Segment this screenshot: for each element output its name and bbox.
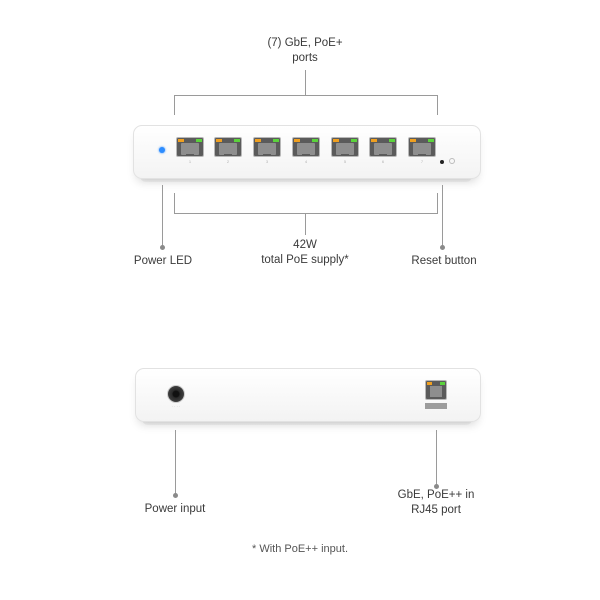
power-led-leader: [162, 185, 163, 247]
reset-button-hole: [440, 160, 444, 164]
poe-bracket-right: [437, 193, 438, 213]
power-input-label: Power input: [144, 503, 206, 515]
reset-button-leader: [442, 185, 443, 247]
ports-callout-line2: ports: [292, 52, 318, 64]
switch-back-body: [135, 368, 481, 422]
front-port-number: 7: [420, 159, 424, 164]
front-port-number: 4: [304, 159, 308, 164]
front-port-number: 6: [381, 159, 385, 164]
uplink-port: [425, 380, 447, 400]
ports-bracket-top: [174, 95, 438, 96]
front-port-4: [292, 137, 320, 157]
switch-front-base: [140, 176, 472, 182]
ports-callout-label: (7) GbE, PoE+ ports: [250, 36, 360, 66]
power-input-leader: [175, 430, 176, 495]
uplink-label-line1: GbE, PoE++ in: [397, 489, 475, 501]
uplink-label: GbE, PoE++ in RJ45 port: [385, 488, 487, 518]
front-port-number: 3: [265, 159, 269, 164]
dc-jack-marking: · · · ·: [171, 404, 181, 409]
reset-button-leader-dot: [440, 245, 445, 250]
poe-callout-stem: [305, 213, 306, 235]
front-port-number: 5: [343, 159, 347, 164]
reset-button-label: Reset button: [411, 255, 477, 267]
reset-icon: [449, 158, 455, 164]
uplink-label-line2: RJ45 port: [411, 504, 461, 516]
front-port-7: [408, 137, 436, 157]
poe-supply-line2: total PoE supply*: [261, 254, 349, 266]
front-port-6: [369, 137, 397, 157]
uplink-leader: [436, 430, 437, 486]
uplink-leader-dot: [434, 484, 439, 489]
ports-bracket-right: [437, 95, 438, 115]
poe-supply-line1: 42W: [293, 239, 317, 251]
switch-back-base: [142, 419, 472, 425]
front-port-2: [214, 137, 242, 157]
power-input-leader-dot: [173, 493, 178, 498]
footnote: * With PoE++ input.: [252, 543, 348, 555]
uplink-port-tag: [425, 403, 447, 409]
dc-power-jack: [167, 385, 185, 403]
ports-bracket-left: [174, 95, 175, 115]
ports-callout-line1: (7) GbE, PoE+: [267, 37, 343, 49]
poe-bracket-left: [174, 193, 175, 213]
front-port-1: [176, 137, 204, 157]
power-led-label: Power LED: [133, 255, 193, 267]
front-port-number: 2: [226, 159, 230, 164]
poe-supply-label: 42W total PoE supply*: [235, 238, 375, 268]
front-port-5: [331, 137, 359, 157]
poe-bracket-bottom: [174, 213, 438, 214]
front-port-3: [253, 137, 281, 157]
ports-callout-stem: [305, 70, 306, 95]
power-led-indicator: [159, 147, 165, 153]
front-port-number: 1: [188, 159, 192, 164]
power-led-leader-dot: [160, 245, 165, 250]
